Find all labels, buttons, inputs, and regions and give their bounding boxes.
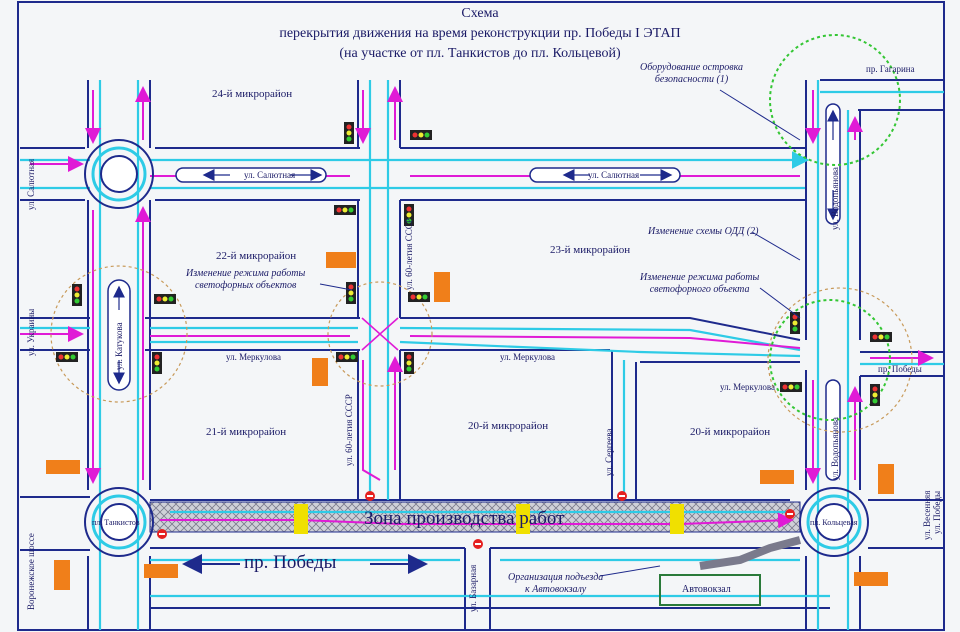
district-22: 22-й микрорайон [216, 250, 297, 262]
street-merkulova-3: ул. Меркулова [720, 382, 775, 392]
note-bus-access-line1: Организация подъезда [508, 572, 604, 583]
note-signal-mode-left-line2: светофорных объектов [194, 280, 297, 291]
note-safety-islands-line2: безопасности (1) [654, 74, 729, 85]
median-arrows [113, 109, 839, 385]
bus-station-label: Автовокзал [682, 584, 731, 595]
safety-island-zones [769, 34, 901, 421]
square-koltsevaya: пл. Кольцевая [810, 518, 858, 527]
street-merkulova-1: ул. Меркулова [226, 352, 281, 362]
work-zone-label: Зона производства работ [364, 508, 565, 529]
street-ukrainy: ул. Украины [26, 308, 36, 356]
roundabout-tankistov [84, 487, 154, 557]
street-merkulova-2: ул. Меркулова [500, 352, 555, 362]
street-pobedy-east: пр. Победы [878, 364, 922, 374]
signal-change-zones [50, 265, 913, 433]
note-safety-islands: Оборудование островка безопасности (1) [640, 62, 743, 86]
traffic-lights [56, 122, 892, 406]
bus-access-ramp [699, 536, 802, 570]
street-salyutnaya-right: ул. Салютная [588, 170, 640, 180]
street-vesennyaya: ул. Весенняя [922, 490, 932, 540]
district-20a: 20-й микрорайон [468, 420, 549, 432]
callout-lines [319, 89, 801, 577]
construction-blocks [46, 252, 894, 590]
street-bazarnaya: ул. Базарная [468, 564, 478, 612]
street-khataeva: ул. Катукова [114, 322, 124, 370]
title-line-2: перекрытия движения на время реконструкц… [279, 26, 681, 41]
map-border [17, 1, 945, 631]
street-60-ussr-bottom: ул. 60-летия СССР [344, 394, 354, 466]
street-voronezh-shosse: Воронежское шоссе [26, 533, 36, 610]
note-signal-mode-right: Изменение режима работы светофорного объ… [640, 272, 759, 296]
roundabout-salyutnaya [84, 139, 154, 209]
note-odd-change: Изменение схемы ОДД (2) [648, 226, 759, 237]
street-gagarina: пр. Гагарина [866, 64, 915, 74]
prospect-pobedy-label: пр. Победы [244, 552, 337, 573]
bus-station-box [659, 574, 761, 606]
note-signal-mode-right-line2: светофорного объекта [649, 284, 750, 295]
title-line-1: Схема [461, 6, 499, 21]
note-signal-mode-right-line1: Изменение режима работы [640, 272, 760, 283]
district-23: 23-й микрорайон [550, 244, 631, 256]
street-sergeeva: ул. Сергеева [604, 428, 614, 476]
street-60-ussr-top: ул. 60-летия СССР [404, 218, 414, 290]
district-21: 21-й микрорайон [206, 426, 287, 438]
street-ul-pobedy: ул. Победы [932, 490, 942, 534]
roundabout-koltsevaya [799, 487, 869, 557]
note-bus-access: Организация подъезда к Автовокзалу [508, 572, 603, 596]
road-edges [20, 79, 944, 630]
street-vodopyanova-top: ул. Водопьянова [830, 167, 840, 230]
district-24: 24-й микрорайон [212, 88, 293, 100]
street-salyutnaya-west: ул. Салютная [26, 158, 36, 210]
note-signal-mode-left: Изменение режима работы светофорных объе… [186, 268, 305, 292]
street-salyutnaya-left: ул. Салютная [244, 170, 296, 180]
note-signal-mode-left-line1: Изменение режима работы [186, 268, 306, 279]
title-line-3: (на участке от пл. Танкистов до пл. Коль… [339, 46, 621, 61]
pedestrian-crossings [294, 504, 684, 534]
square-tankistov: пл. Танкистов [92, 518, 140, 527]
note-safety-islands-line1: Оборудование островка [640, 62, 744, 73]
intersection-cross [361, 317, 399, 351]
note-bus-access-line2: к Автовокзалу [525, 584, 587, 595]
no-entry-signs [157, 491, 795, 549]
street-vodopyanova-bottom: ул. Водопьянова [830, 417, 840, 480]
district-20b: 20-й микрорайон [690, 426, 771, 438]
magenta-routes [20, 86, 934, 529]
